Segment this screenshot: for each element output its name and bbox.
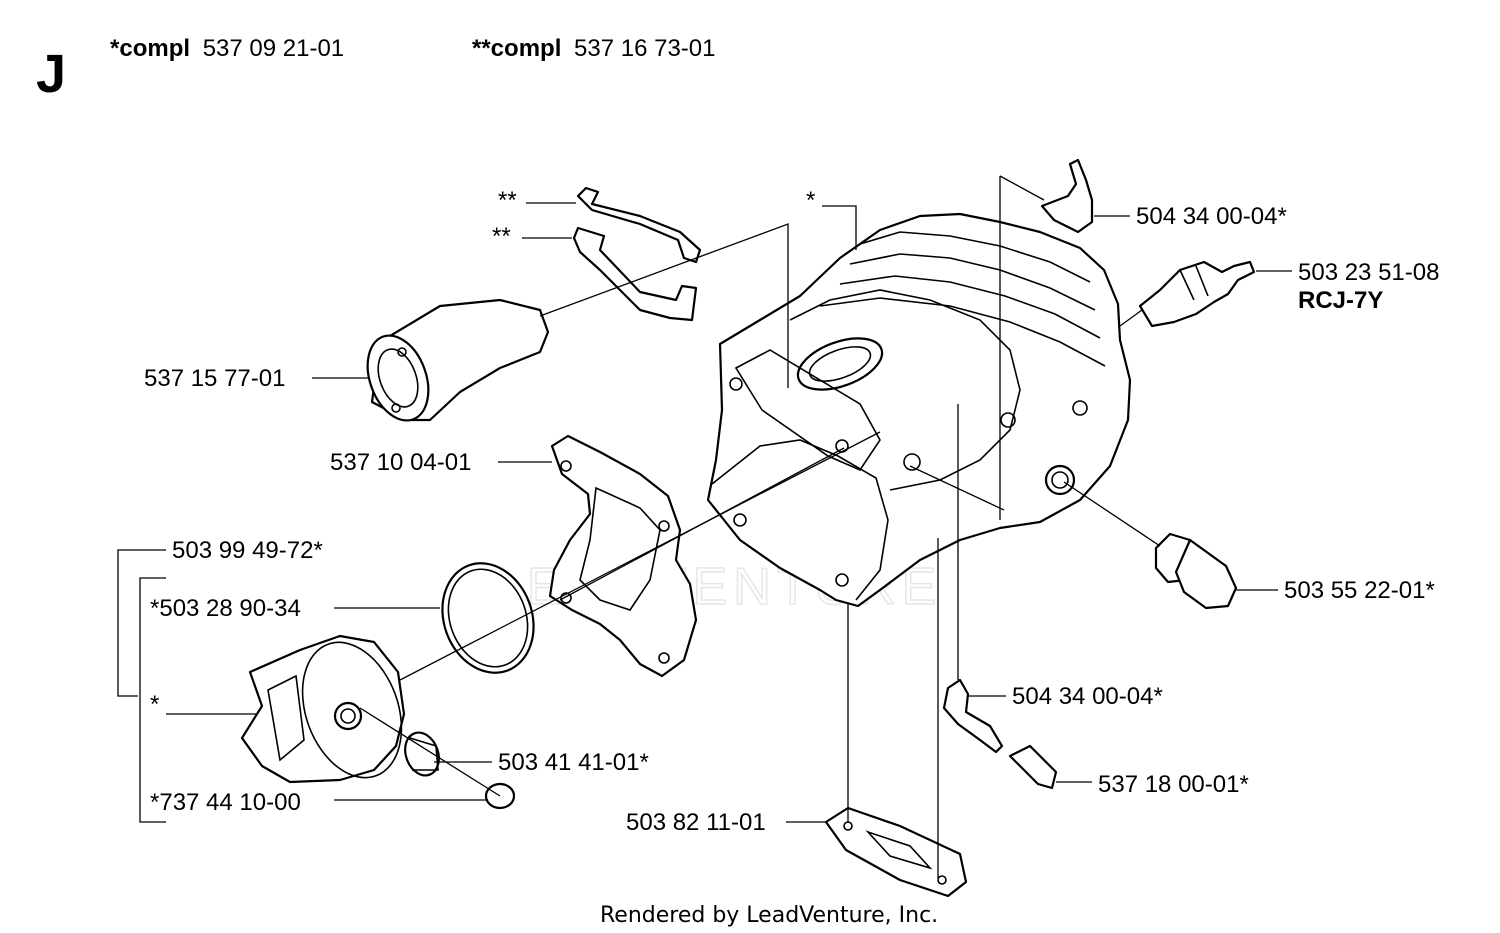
footer-credit: Rendered by LeadVenture, Inc.: [600, 903, 938, 928]
header-compl-1-prefix: *compl: [110, 35, 190, 62]
label-piston-set: 503 99 49-72*: [172, 537, 323, 564]
top-nipple-part: [1040, 158, 1094, 234]
label-piston-ring: *503 28 90-34: [150, 595, 301, 622]
label-gasket: 537 10 04-01: [330, 449, 471, 476]
piston-ring-part: [441, 562, 535, 674]
decomp-plug-part: [1154, 532, 1238, 610]
label-circlip: *737 44 10-00: [150, 789, 301, 816]
label-cylinder: *: [806, 187, 815, 214]
header-compl-1-number: 537 09 21-01: [203, 35, 344, 62]
leader-lines: [117, 175, 1292, 878]
label-top-nipple: 504 34 00-04*: [1136, 203, 1287, 230]
header-compl-2: **compl 537 16 73-01: [472, 35, 716, 62]
piston-part: [240, 634, 406, 784]
label-intake: 537 15 77-01: [144, 365, 285, 392]
label-bracket-upper: **: [498, 187, 517, 214]
header-compl-2-prefix: **compl: [472, 35, 561, 62]
bracket-lower-part: [572, 226, 698, 322]
label-plug: 503 55 22-01*: [1284, 577, 1435, 604]
fuel-hose-part: [1008, 744, 1058, 790]
header-compl-1: *compl 537 09 21-01: [110, 35, 344, 62]
label-piston: *: [150, 691, 159, 718]
section-letter: J: [36, 44, 66, 104]
label-bearing: 503 41 41-01*: [498, 749, 649, 776]
label-hose: 537 18 00-01*: [1098, 771, 1249, 798]
label-spark-plug-type: RCJ-7Y: [1298, 287, 1383, 314]
header-compl-2-number: 537 16 73-01: [574, 35, 715, 62]
label-lower-nipple: 504 34 00-04*: [1012, 683, 1163, 710]
spark-plug-part: [1138, 260, 1256, 328]
label-spark-plug: 503 23 51-08: [1298, 259, 1439, 286]
needle-bearing-part: [404, 731, 440, 777]
lower-nipple-part: [942, 678, 1004, 754]
intake-manifold-part: [366, 298, 550, 422]
muffler-gasket-part: [824, 806, 968, 898]
label-muffler-gasket: 503 82 11-01: [626, 809, 766, 836]
cylinder-part: [706, 212, 1132, 608]
label-bracket-lower: **: [492, 223, 511, 250]
cylinder-gasket-part: [548, 434, 698, 678]
bracket-upper-part: [576, 186, 702, 264]
